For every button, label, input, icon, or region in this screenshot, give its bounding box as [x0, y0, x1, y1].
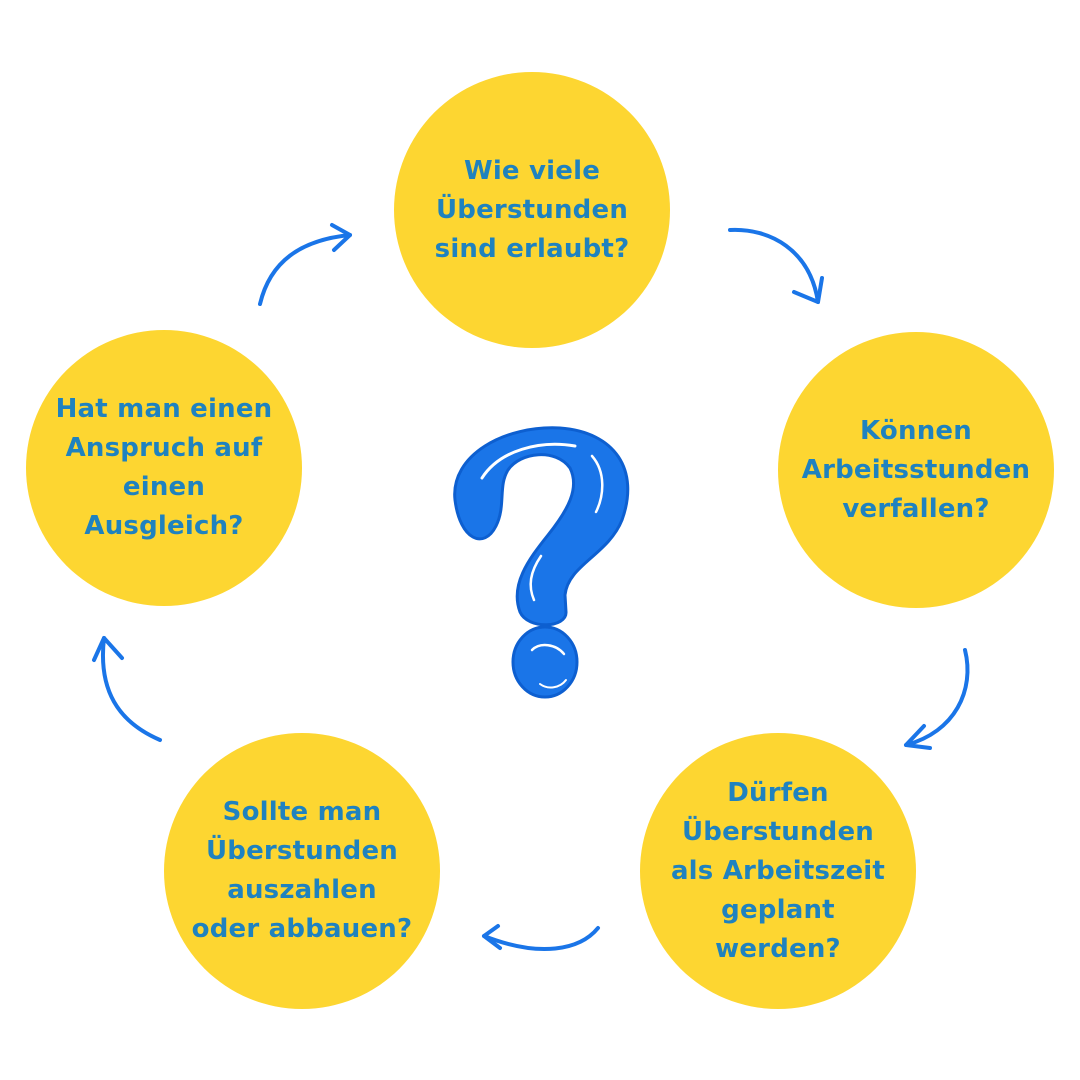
question-node-payout-or-reduce: Sollte man Überstunden auszahlen oder ab…	[164, 733, 440, 1009]
arrow-node3-to-node4	[482, 924, 600, 952]
question-node-allowed-overtime: Wie viele Überstunden sind erlaubt?	[394, 72, 670, 348]
arrow-node4-to-node5	[92, 636, 162, 742]
arrow-node1-to-node2	[728, 227, 824, 304]
node-label: Wie viele Überstunden sind erlaubt?	[434, 155, 630, 264]
question-node-expiring-hours: Können Arbeitsstunden verfallen?	[778, 332, 1054, 608]
arrow-node5-to-node1	[258, 223, 352, 306]
node-label: Sollte man Überstunden auszahlen oder ab…	[191, 797, 413, 944]
node-label: Können Arbeitsstunden verfallen?	[801, 415, 1031, 524]
node-label: Dürfen Überstunden als Arbeitszeit gepla…	[670, 777, 886, 964]
question-mark-icon	[453, 426, 630, 699]
question-node-compensation-claim: Hat man einen Anspruch auf einen Ausglei…	[26, 330, 302, 606]
question-node-planned-overtime: Dürfen Überstunden als Arbeitszeit gepla…	[640, 733, 916, 1009]
node-label: Hat man einen Anspruch auf einen Ausglei…	[55, 394, 273, 541]
arrow-node2-to-node3	[904, 648, 970, 750]
